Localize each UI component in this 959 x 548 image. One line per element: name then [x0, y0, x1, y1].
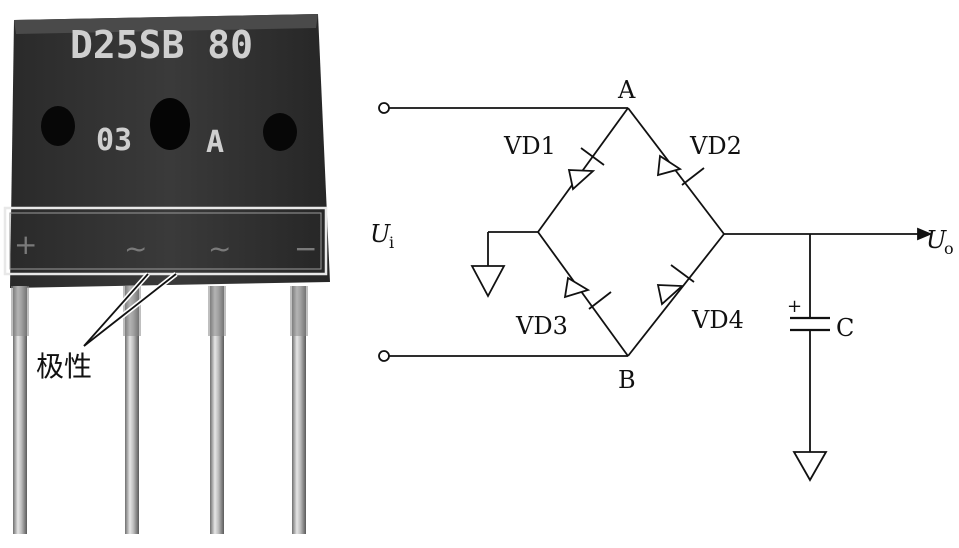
- pin-4: [292, 286, 306, 534]
- input-terminal-bottom: [378, 350, 390, 362]
- schematic-labels: A B VD1 VD2 VD3 VD4 U i U o C +: [370, 76, 954, 394]
- grade-mark: A: [206, 125, 224, 160]
- output-voltage-subscript: o: [944, 239, 954, 258]
- diode-vd3-label: VD3: [515, 312, 568, 340]
- polarity-mark-plus: +: [14, 228, 37, 261]
- input-voltage-subscript: i: [389, 233, 394, 252]
- mounting-hole-center: [150, 98, 190, 150]
- polarity-mark-ac1: ~: [124, 232, 147, 265]
- diode-vd3: [563, 276, 612, 310]
- output-arrow: [917, 227, 933, 241]
- polarity-mark-minus: −: [294, 232, 317, 265]
- body-top-edge: [14, 14, 318, 34]
- input-terminal-top: [378, 102, 390, 114]
- diode-vd4: [656, 264, 695, 306]
- polarity-mark-ac2: ~: [208, 232, 231, 265]
- polarity-callout: 极性: [32, 272, 178, 383]
- diode-vd2: [656, 154, 705, 186]
- part-number: D25SB 80: [70, 23, 253, 67]
- pin-2: [125, 286, 139, 534]
- capacitor-label: C: [836, 314, 854, 342]
- node-b-label: B: [618, 366, 636, 394]
- code-mark: 03: [96, 123, 132, 158]
- diode-vd4-label: VD4: [691, 306, 744, 334]
- capacitor-polarity: +: [787, 296, 802, 317]
- ground-symbol-left: [470, 265, 506, 298]
- polarity-strip-outline: [3, 206, 328, 276]
- bridge-schematic: [378, 102, 933, 482]
- pins: [11, 286, 308, 534]
- rectifier-photo: D25SB 80 03 A + ~ ~ − 极性: [3, 14, 330, 534]
- diode-vd1-label: VD1: [503, 132, 556, 160]
- output-voltage-label: U: [926, 226, 947, 254]
- mounting-hole-left: [41, 106, 75, 146]
- pin-3: [210, 286, 224, 534]
- polarity-label: 极性: [36, 350, 92, 383]
- diode-vd1: [567, 147, 605, 191]
- rectifier-body: [10, 14, 330, 288]
- ground-symbol-cap: [792, 451, 828, 482]
- mounting-hole-right: [263, 113, 297, 151]
- pin-1: [13, 286, 27, 534]
- input-voltage-label: U: [370, 220, 391, 248]
- diode-vd2-label: VD2: [689, 132, 742, 160]
- node-a-label: A: [617, 76, 636, 104]
